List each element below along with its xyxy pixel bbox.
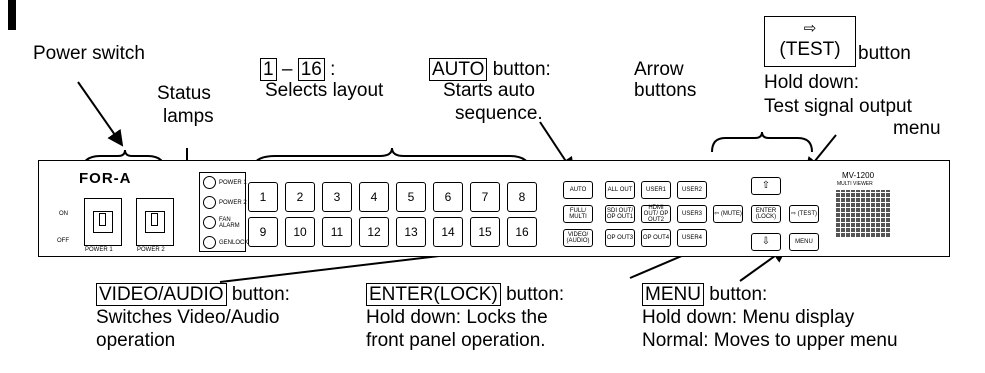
callout-menu-desc2: Normal: Moves to upper menu bbox=[642, 330, 898, 351]
callout-layout-desc: Selects layout bbox=[265, 80, 384, 101]
op-out4-button[interactable]: OP OUT4 bbox=[641, 229, 671, 247]
hdmi-out-button[interactable]: HDMI OUT/ OP OUT2 bbox=[641, 205, 671, 223]
lamp-group bbox=[199, 172, 246, 252]
layout-key-13[interactable]: 13 bbox=[396, 217, 426, 247]
callout-enter-desc2: front panel operation. bbox=[366, 330, 546, 351]
layout-key-11[interactable]: 11 bbox=[322, 217, 352, 247]
model-subtitle: MULTI VIEWER bbox=[837, 181, 873, 187]
lamp-icon bbox=[203, 216, 216, 229]
layout-key-1[interactable]: 1 bbox=[248, 182, 278, 212]
callout-enter: ENTER(LOCK) button: bbox=[366, 283, 564, 306]
lamp-icon bbox=[203, 236, 216, 249]
lamp-icon bbox=[203, 176, 216, 189]
callout-arrow-line2: buttons bbox=[634, 80, 697, 101]
callout-video-desc1: Switches Video/Audio bbox=[96, 307, 280, 328]
auto-button[interactable]: AUTO bbox=[563, 181, 593, 199]
enter-key-name: ENTER(LOCK) bbox=[366, 283, 501, 306]
layout-key-5[interactable]: 5 bbox=[396, 182, 426, 212]
user3-button[interactable]: USER3 bbox=[677, 205, 707, 223]
test-key-name: (TEST) bbox=[779, 39, 841, 60]
layout-key-4[interactable]: 4 bbox=[359, 182, 389, 212]
callout-menu: MENU button: bbox=[642, 283, 767, 306]
test-key-box: ⇨ (TEST) bbox=[764, 16, 856, 67]
enter-lock-button[interactable]: ENTER (LOCK) bbox=[751, 205, 781, 223]
lamp-fan-alarm: FAN ALARM bbox=[203, 216, 243, 229]
power-switch-2[interactable] bbox=[136, 198, 174, 246]
lamp-power2: POWER 2 bbox=[203, 196, 247, 209]
callout-status-lamps-line1: Status bbox=[157, 83, 211, 104]
menu-button[interactable]: MENU bbox=[789, 233, 819, 251]
callout-arrow-line1: Arrow bbox=[634, 59, 684, 80]
off-label: OFF bbox=[57, 238, 69, 244]
op-out3-button[interactable]: OP OUT3 bbox=[605, 229, 635, 247]
power-pointer bbox=[77, 81, 124, 147]
layout-key-14[interactable]: 14 bbox=[433, 217, 463, 247]
model-name: MV-1200 bbox=[842, 171, 875, 180]
rocker-icon bbox=[145, 211, 165, 233]
callout-auto-desc2: sequence. bbox=[455, 103, 543, 124]
video-audio-key-name: VIDEO/AUDIO bbox=[96, 283, 227, 306]
front-panel: FOR-A ON OFF POWER 1 POWER 2 POWER 1 POW… bbox=[38, 160, 950, 257]
layout-key-15[interactable]: 15 bbox=[470, 217, 500, 247]
layout-key-2[interactable]: 2 bbox=[285, 182, 315, 212]
callout-test-desc2: Test signal output bbox=[764, 96, 912, 117]
callout-auto: AUTO button: bbox=[429, 58, 551, 81]
menu-key-name: MENU bbox=[642, 283, 704, 306]
right-arrow-icon: ⇨ bbox=[803, 20, 817, 37]
rocker-icon bbox=[93, 211, 113, 233]
layout-key-10[interactable]: 10 bbox=[285, 217, 315, 247]
down-arrow-button[interactable]: ⇩ bbox=[751, 233, 781, 251]
up-arrow-button[interactable]: ⇧ bbox=[751, 177, 781, 195]
callout-power-switch: Power switch bbox=[33, 43, 145, 64]
left-mute-button[interactable]: ⇦ (MUTE) bbox=[713, 205, 743, 223]
sdi-out-button[interactable]: SDI OUT/ OP OUT1 bbox=[605, 205, 635, 223]
lamp-genlock: GENLOCK bbox=[203, 236, 248, 249]
layout-key-7[interactable]: 7 bbox=[470, 182, 500, 212]
layout-key-16[interactable]: 16 bbox=[507, 217, 537, 247]
power2-label: POWER 2 bbox=[137, 247, 165, 253]
layout-last-key: 16 bbox=[297, 58, 325, 81]
power1-label: POWER 1 bbox=[85, 247, 113, 253]
vent-grille bbox=[835, 190, 891, 238]
callout-test-desc3: menu bbox=[893, 118, 941, 139]
user2-button[interactable]: USER2 bbox=[677, 181, 707, 199]
callout-video-audio: VIDEO/AUDIO button: bbox=[96, 283, 290, 306]
layout-key-3[interactable]: 3 bbox=[322, 182, 352, 212]
callout-layout-range: 1 – 16 : bbox=[260, 58, 335, 81]
power-brace bbox=[81, 149, 166, 173]
fora-logo: FOR-A bbox=[79, 170, 132, 187]
auto-key-name: AUTO bbox=[429, 58, 488, 81]
section-marker bbox=[8, 0, 16, 30]
power-switch-1[interactable] bbox=[84, 198, 122, 246]
layout-key-8[interactable]: 8 bbox=[507, 182, 537, 212]
callout-test-desc1: Hold down: bbox=[764, 72, 860, 93]
callout-enter-desc1: Hold down: Locks the bbox=[366, 307, 548, 328]
callout-test-suffix: button bbox=[858, 43, 911, 64]
all-out-button[interactable]: ALL OUT bbox=[605, 181, 635, 199]
callout-auto-desc1: Starts auto bbox=[443, 80, 535, 101]
user1-button[interactable]: USER1 bbox=[641, 181, 671, 199]
full-multi-button[interactable]: FULL/ MULTI bbox=[563, 205, 593, 223]
layout-key-9[interactable]: 9 bbox=[248, 217, 278, 247]
arrow-brace bbox=[711, 131, 813, 153]
layout-brace bbox=[251, 147, 531, 173]
layout-key-6[interactable]: 6 bbox=[433, 182, 463, 212]
layout-first-key: 1 bbox=[260, 58, 277, 81]
user4-button[interactable]: USER4 bbox=[677, 229, 707, 247]
callout-menu-desc1: Hold down: Menu display bbox=[642, 307, 855, 328]
lamp-icon bbox=[203, 196, 216, 209]
callout-video-desc2: operation bbox=[96, 330, 176, 351]
layout-key-12[interactable]: 12 bbox=[359, 217, 389, 247]
lamp-power1: POWER 1 bbox=[203, 176, 247, 189]
on-label: ON bbox=[59, 211, 68, 217]
right-test-button[interactable]: ⇨ (TEST) bbox=[789, 205, 819, 223]
callout-status-lamps-line2: lamps bbox=[163, 106, 214, 127]
video-audio-button[interactable]: VIDEO/ (AUDIO) bbox=[563, 229, 593, 247]
